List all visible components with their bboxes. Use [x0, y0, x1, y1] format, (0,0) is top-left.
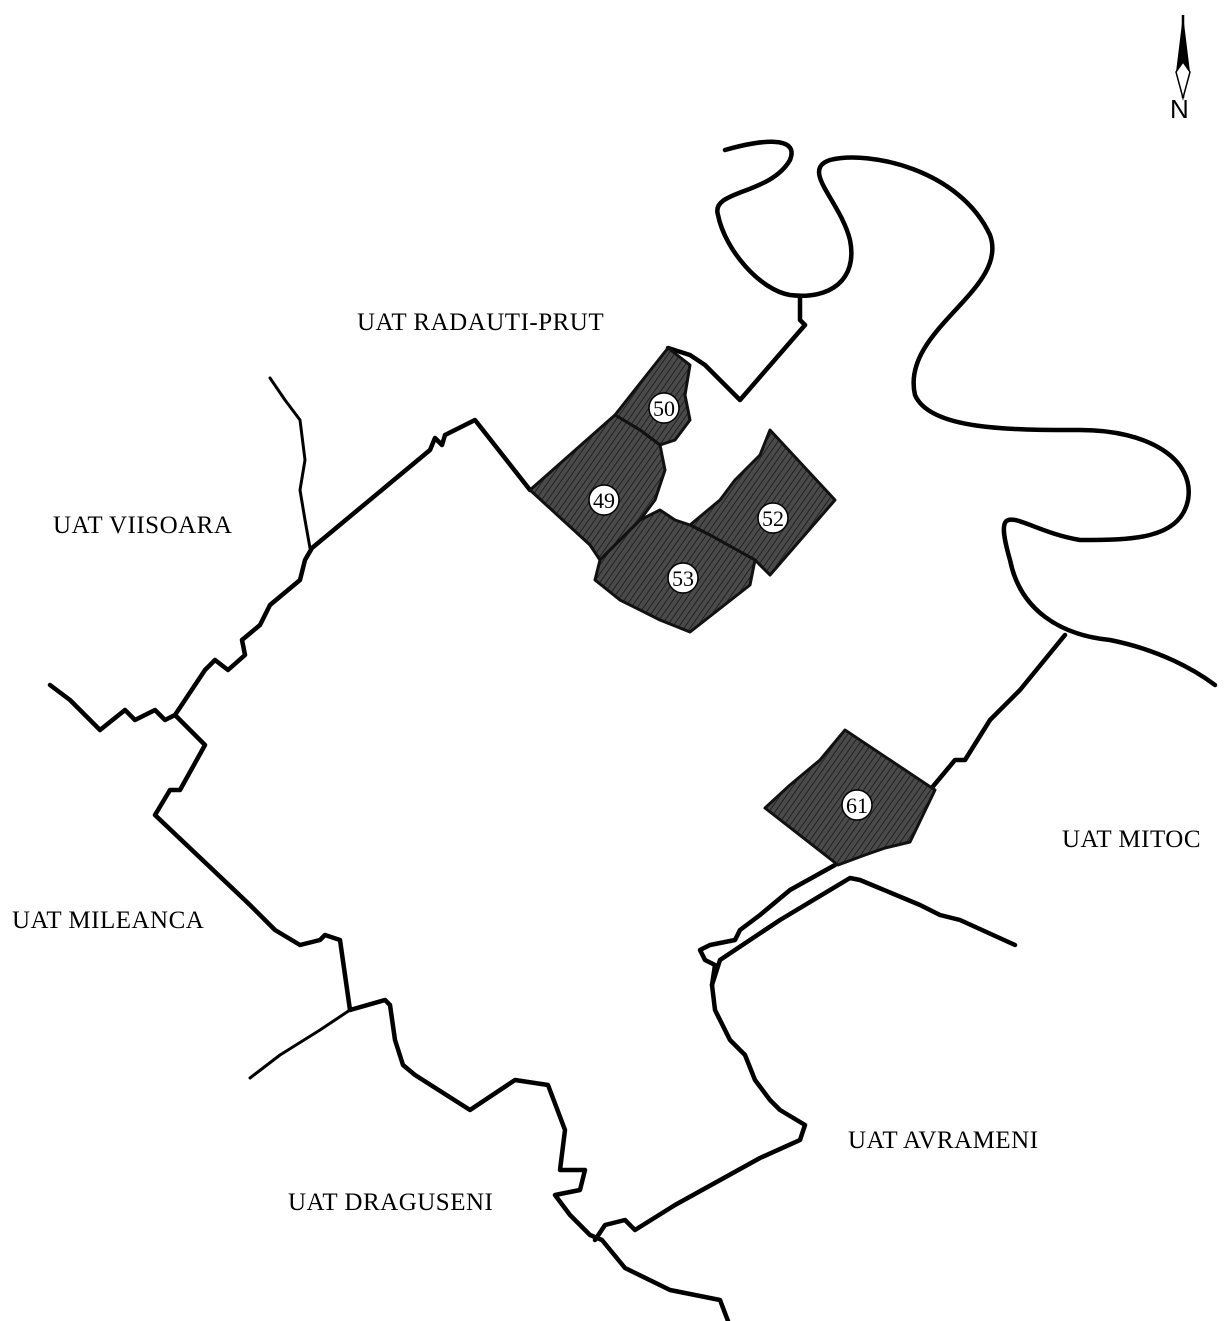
parcel-marker-61: 61 — [841, 789, 873, 821]
boundary-avrameni — [592, 862, 838, 1243]
parcel-marker-52: 52 — [757, 502, 789, 534]
river-channel — [665, 295, 808, 403]
north-arrow-icon: N — [1170, 15, 1191, 124]
parcel-number-49: 49 — [593, 488, 615, 513]
label-mileanca: UAT MILEANCA — [12, 907, 204, 934]
parcel-number-50: 50 — [653, 396, 675, 421]
parcel-marker-50: 50 — [648, 392, 680, 424]
parcel-number-53: 53 — [672, 566, 694, 591]
boundary-mileanca — [47, 682, 178, 733]
road-line — [709, 875, 1018, 988]
parcel-number-61: 61 — [846, 793, 868, 818]
parcel-marker-49: 49 — [588, 484, 620, 516]
commune-boundary — [152, 417, 731, 1321]
label-mitoc: UAT MITOC — [1062, 826, 1201, 853]
label-viisoara: UAT VIISOARA — [53, 512, 232, 539]
parcel-marker-53: 53 — [667, 562, 699, 594]
label-avrameni: UAT AVRAMENI — [848, 1127, 1039, 1154]
label-dragoseni: UAT DRAGUSENI — [288, 1189, 493, 1216]
boundary-mitoc — [927, 632, 1068, 793]
stream-draguseni — [248, 1008, 352, 1080]
label-radauti-prut: UAT RADAUTI-PRUT — [357, 309, 604, 336]
stream-viisoara — [268, 376, 312, 550]
river-prut — [715, 139, 1218, 688]
north-letter: N — [1170, 94, 1189, 124]
parcel-number-52: 52 — [762, 506, 784, 531]
